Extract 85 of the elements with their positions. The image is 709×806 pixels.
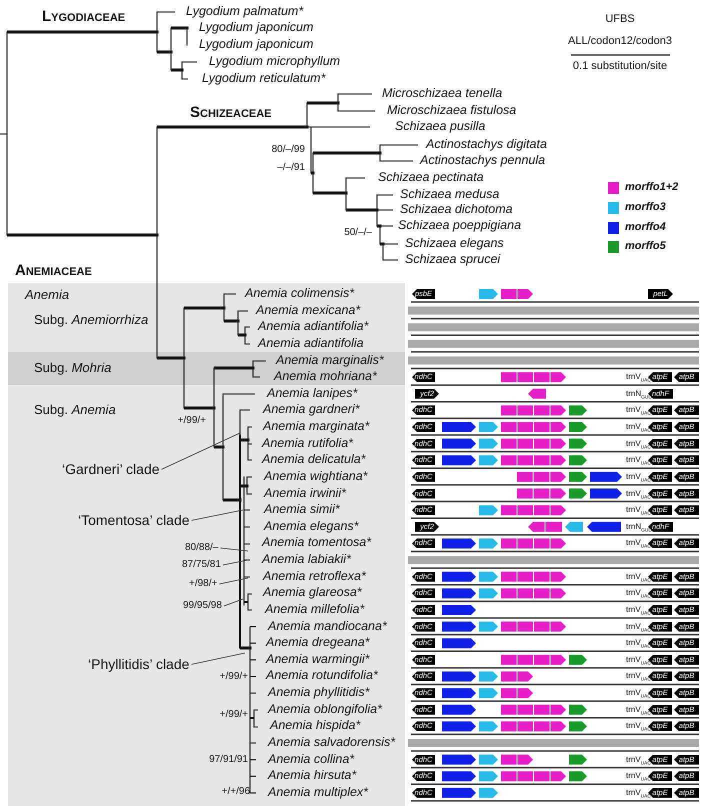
scale-label: UFBS	[605, 13, 635, 26]
taxon-name: Anemia marginalis*	[276, 352, 384, 368]
taxon-name: Microschizaea fistulosa	[387, 103, 516, 118]
taxon-name: Lygodium japonicum	[199, 37, 314, 52]
taxon-name: Lygodium microphyllum	[209, 54, 340, 69]
taxon-name: Anemia adiantifolia	[258, 336, 364, 351]
support-value: +/99/+	[178, 415, 206, 427]
support-value: 50/–/–	[344, 227, 372, 239]
leader-line	[218, 578, 248, 584]
support-value: 80/–/99	[272, 144, 305, 156]
leader-line	[224, 598, 244, 606]
taxon-name: Anemia glareosa*	[263, 585, 362, 600]
support-value: +/98/+	[189, 578, 218, 590]
taxon-name: Anemia marginata*	[263, 419, 370, 434]
taxon-name: Actinostachys pennula	[420, 153, 546, 168]
legend-label: morffo3	[625, 201, 666, 214]
taxon-name: Anemia hirsuta*	[268, 768, 356, 784]
support-value: +/99/+	[220, 671, 248, 683]
clade-label: ‘Phyllitidis’ clade	[88, 656, 190, 673]
taxon-name: Schizaea elegans	[405, 236, 504, 251]
taxon-name: Anemia mandiocana*	[268, 618, 387, 634]
taxon-name: Anemia elegans*	[264, 518, 359, 534]
taxon-name: Anemia wightiana*	[264, 468, 368, 484]
taxon-name: Anemia oblongifolia*	[268, 702, 382, 717]
clade-panel	[8, 283, 405, 806]
taxon-name: Microschizaea tenella	[382, 86, 502, 101]
leader-line	[191, 510, 244, 521]
taxon-name: Anemia mexicana*	[256, 302, 360, 318]
taxon-name: Anemia rotundifolia*	[266, 668, 378, 684]
taxon-name: Anemia irwinii*	[264, 486, 346, 501]
subgenus-label: Subg. Anemiorrhiza	[34, 312, 148, 328]
clade-label: ‘Tomentosa’ clade	[78, 512, 190, 529]
legend-label: morffo5	[625, 240, 666, 254]
leader-line	[161, 432, 240, 470]
family-name: Lygodiaceae	[42, 8, 126, 26]
subgenus-label: Subg. Anemia	[34, 402, 116, 418]
taxon-name: Anemia labiakii*	[262, 552, 351, 568]
taxon-name: Anemia salvadorensis*	[268, 735, 396, 750]
taxon-name: Anemia colimensis*	[245, 286, 354, 301]
taxon-name: Anemia gardneri*	[263, 402, 360, 418]
taxon-name: Anemia delicatula*	[262, 452, 366, 468]
taxon-name: Anemia mohriana*	[274, 369, 377, 384]
taxon-name: Anemia millefolia*	[265, 602, 364, 617]
taxon-name: Lygodium japonicum	[199, 20, 314, 35]
clade-label: ‘Gardneri’ clade	[62, 461, 160, 478]
taxon-name: Anemia hispida*	[270, 718, 360, 734]
support-value: +/+/96	[222, 786, 250, 798]
taxon-name: Schizaea medusa	[400, 187, 500, 202]
taxon-name: Schizaea pectinata	[378, 170, 484, 185]
taxon-name: Anemia multiplex*	[268, 784, 368, 800]
leader-line	[222, 560, 248, 566]
support-value: +/99/+	[220, 709, 248, 721]
taxon-name: Lygodium palmatum*	[186, 4, 304, 19]
taxon-name: Anemia phyllitidis*	[268, 685, 370, 700]
support-value: 87/75/81	[182, 559, 221, 571]
taxon-name: Schizaea poeppigiana	[398, 218, 522, 233]
taxon-name: Anemia lanipes*	[267, 386, 358, 401]
support-value: –/–/91	[277, 162, 305, 174]
support-value: 80/88/–	[185, 542, 218, 554]
leader-line	[220, 548, 248, 552]
taxon-name: Anemia rutifolia*	[262, 436, 354, 451]
panel-title: Anemia	[25, 287, 70, 303]
taxon-name: Anemia warmingii*	[266, 652, 370, 667]
taxon-name: Schizaea pusilla	[395, 119, 486, 134]
taxon-name: Anemia adiantifolia*	[258, 319, 368, 334]
leader-line	[191, 652, 246, 665]
taxon-name: Schizaea dichotoma	[400, 202, 513, 217]
family-name: Schizeaceae	[190, 104, 272, 122]
taxon-name: Anemia dregeana*	[266, 635, 370, 650]
subgenus-label: Subg. Mohria	[34, 360, 112, 376]
taxon-name: Anemia simii*	[264, 502, 340, 518]
subgenus-band	[8, 352, 405, 385]
taxon-name: Actinostachys digitata	[426, 137, 547, 152]
taxon-name: Anemia retroflexa*	[263, 568, 366, 584]
taxon-name: Schizaea sprucei	[405, 252, 500, 267]
taxon-name: Anemia tomentosa*	[262, 535, 372, 550]
support-value: 99/95/98	[183, 600, 222, 612]
taxon-name: Lygodium reticulatum*	[202, 71, 326, 86]
legend-label: morffo4	[625, 221, 666, 234]
scale-label: ALL/codon12/codon3	[568, 35, 672, 48]
family-name: Anemiaceae	[15, 262, 92, 280]
support-value: 97/91/91	[209, 754, 248, 766]
legend-label: morffo1+2	[625, 181, 678, 194]
scale-label: 0.1 substitution/site	[572, 60, 668, 74]
taxon-name: Anemia collina*	[268, 752, 354, 767]
